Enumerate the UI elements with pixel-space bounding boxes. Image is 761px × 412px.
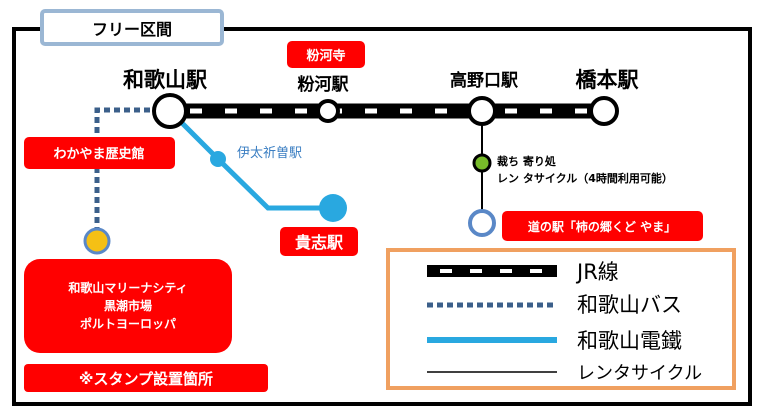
rental-cycle-marker — [472, 153, 492, 173]
legend-bus-label: 和歌山バス — [577, 293, 682, 317]
legend-rental-label: レンタサイクル — [577, 363, 702, 384]
museum-label: わかやま歴史館 — [53, 146, 144, 162]
station-hashimoto: 橋本駅 — [576, 68, 640, 92]
kokawadera-box — [287, 41, 365, 68]
michinoeki-marker — [468, 209, 496, 237]
kokawadera-label: 粉河寺 — [306, 48, 345, 64]
station-koyaguchi: 高野口駅 — [450, 70, 519, 91]
legend-jr-label: JR線 — [575, 260, 619, 284]
museum-box — [24, 137, 175, 169]
rental-line-2: レン タサイクル（4時間利用可能） — [497, 171, 673, 185]
michinoeki-box — [502, 211, 703, 241]
stamp-note-box — [24, 364, 268, 392]
station-kishi: 貴志駅 — [295, 233, 344, 252]
station-wakayama: 和歌山駅 — [123, 68, 208, 92]
wakayama-station-marker — [152, 93, 188, 129]
legend-electric-label: 和歌山電鐵 — [577, 329, 682, 353]
itakiso-station-marker — [210, 151, 226, 167]
marina-line-2: 黒潮市場 — [104, 298, 152, 313]
header-title: フリー区間 — [92, 20, 172, 39]
wakayama-electric-line — [170, 111, 333, 211]
kishi-box — [280, 227, 358, 256]
michinoeki-label: 道の駅「柿の郷くど やま」 — [528, 219, 676, 234]
kokawa-station-marker — [316, 99, 340, 123]
marina-line-3: ポルトヨーロッパ — [80, 316, 176, 331]
rental-line-1: 裁ち 寄り処 — [497, 154, 557, 168]
station-kokawa: 粉河駅 — [298, 74, 350, 95]
hashimoto-station-marker — [589, 96, 619, 126]
kishi-station-marker — [319, 194, 347, 222]
marina-stamp-marker — [83, 227, 111, 255]
marina-line-1: 和歌山マリーナシティ — [67, 280, 187, 295]
bus-line — [94, 107, 170, 240]
station-itakiso: 伊太祈曽駅 — [237, 146, 302, 161]
stamp-note: ※スタンプ設置箇所 — [79, 370, 213, 388]
koyaguchi-station-marker — [467, 96, 497, 126]
header-box — [40, 9, 224, 46]
marina-box — [24, 259, 232, 353]
